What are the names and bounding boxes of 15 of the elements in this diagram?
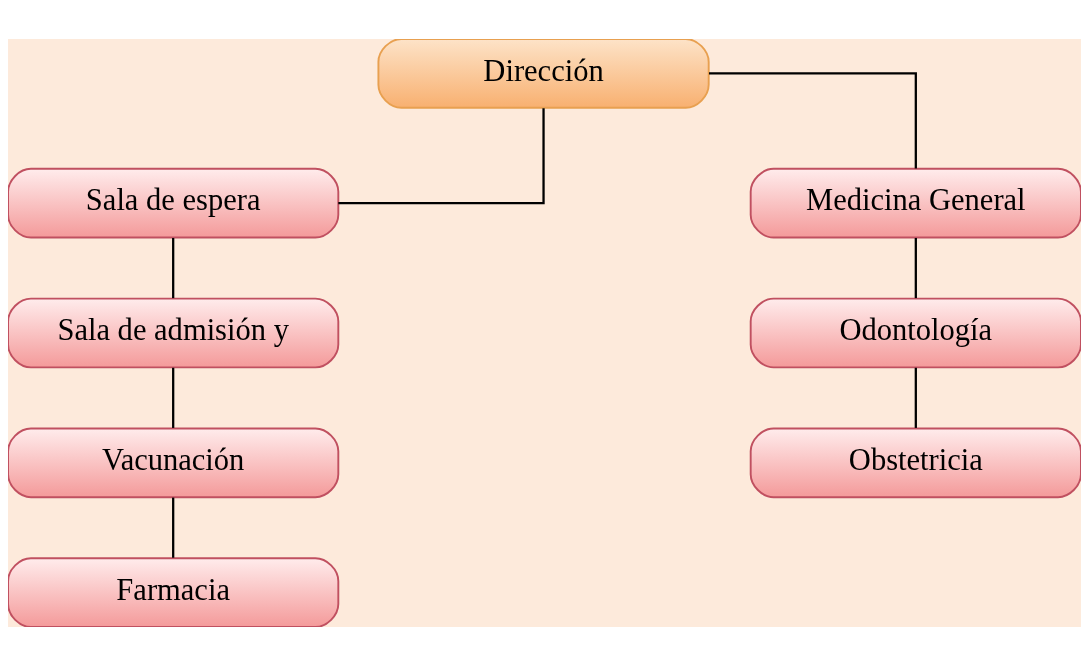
node-box: Vacunación bbox=[8, 427, 340, 499]
node-box: Odontología bbox=[749, 297, 1081, 369]
connector bbox=[914, 367, 917, 428]
connector bbox=[172, 367, 175, 428]
node-box: Farmacia bbox=[8, 557, 340, 627]
connector bbox=[709, 72, 917, 169]
node-box: Obstetricia bbox=[749, 427, 1081, 499]
connector bbox=[172, 237, 175, 299]
connector bbox=[914, 237, 917, 299]
connector bbox=[172, 497, 175, 558]
node-box: Sala de espera bbox=[8, 167, 340, 239]
node-box: Dirección bbox=[377, 39, 710, 109]
node-box: Sala de admisión y bbox=[8, 297, 340, 369]
connector bbox=[338, 108, 545, 205]
node-box: Medicina General bbox=[749, 167, 1081, 239]
